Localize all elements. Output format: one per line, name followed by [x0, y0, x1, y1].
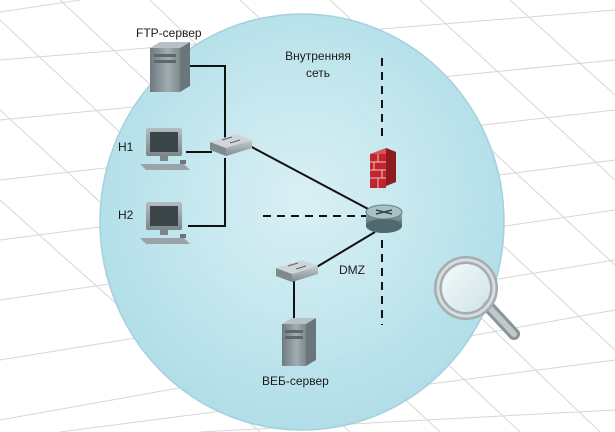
link-switch-router [247, 144, 371, 211]
h2-computer-icon [140, 202, 190, 244]
internal-network-label-line1: Внутренняя [285, 49, 351, 63]
router-icon [365, 204, 403, 233]
network-bubble [99, 13, 505, 431]
dmz-switch-icon [276, 260, 318, 282]
ftp-server-label: FTP-сервер [136, 26, 202, 40]
link-router-dmzswitch [314, 231, 376, 269]
boundary-lines [263, 58, 383, 325]
network-links [186, 65, 376, 322]
ftp-server-icon [150, 42, 190, 92]
h1-computer-icon [140, 128, 190, 170]
internal-switch-icon [210, 134, 252, 156]
internal-network-label-line2: сеть [305, 66, 331, 80]
web-server-label: ВЕБ-сервер [262, 374, 329, 388]
dmz-label: DMZ [339, 263, 365, 277]
h2-label: H2 [118, 208, 134, 222]
internal-network-label: Внутренняя сеть [268, 48, 368, 82]
magnifier-icon [434, 256, 520, 340]
link-ftp-switch [188, 65, 226, 138]
web-server-icon [282, 318, 316, 366]
h1-label: H1 [118, 140, 134, 154]
link-h2-switch [188, 158, 226, 227]
firewall-icon [370, 148, 396, 188]
